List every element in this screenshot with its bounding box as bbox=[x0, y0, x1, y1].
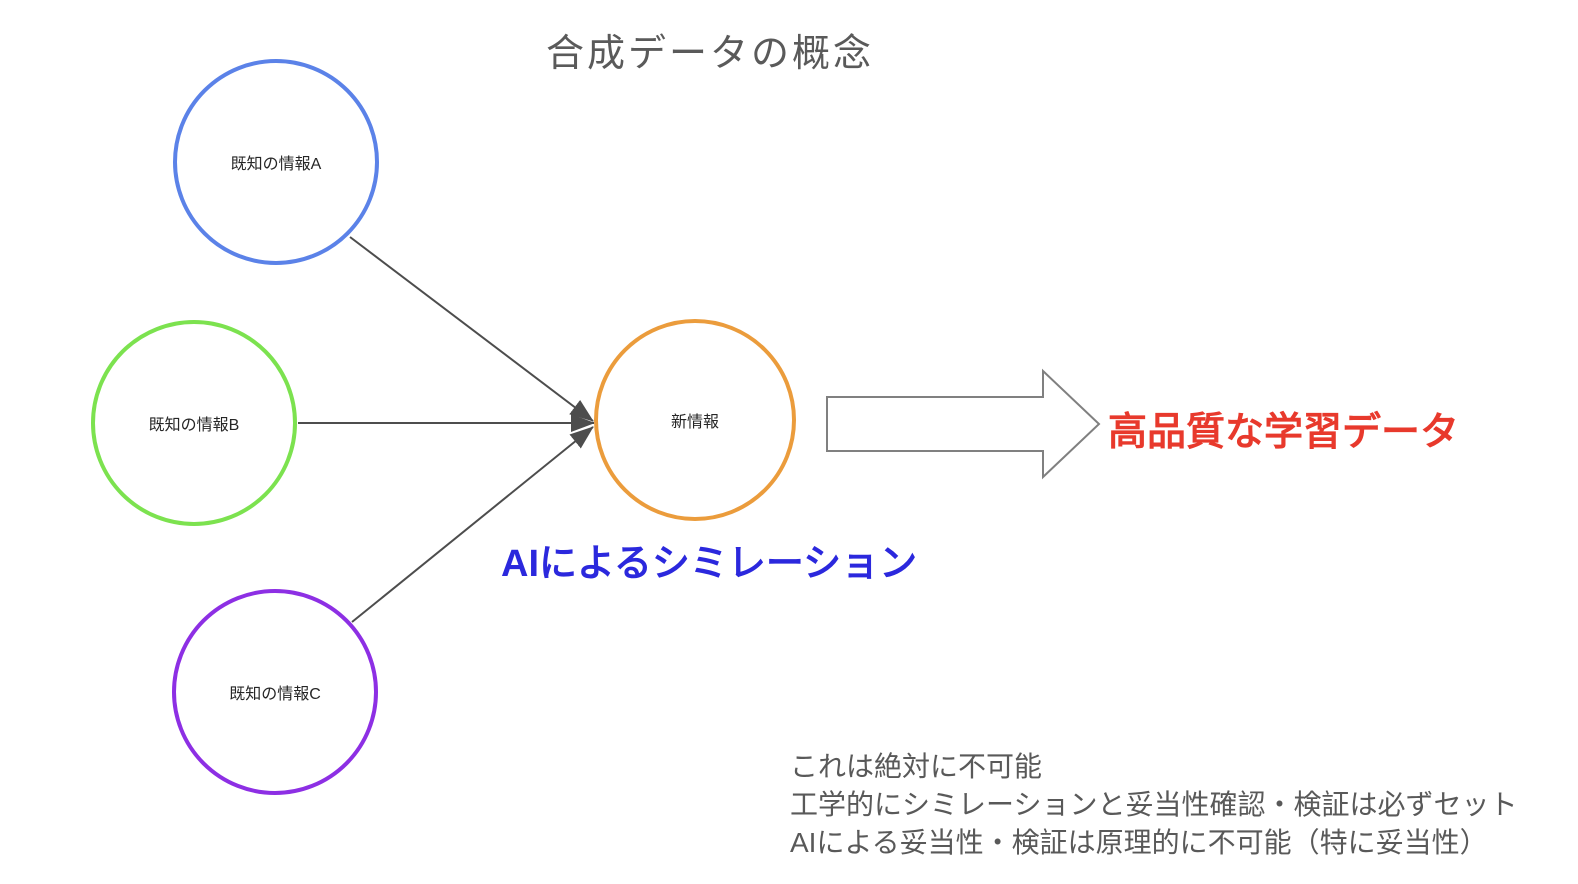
result-annotation: 高品質な学習データ bbox=[1108, 411, 1460, 454]
node-known-info-c: 既知の情報C bbox=[172, 589, 378, 795]
connector-c-to-new bbox=[351, 426, 594, 623]
node-known-info-b: 既知の情報B bbox=[91, 320, 297, 526]
node-new-info-label: 新情報 bbox=[670, 414, 719, 431]
node-known-info-a: 既知の情報A bbox=[173, 59, 379, 265]
note-line-2: 工学的にシミレーションと妥当性確認・検証は必ずセット bbox=[790, 789, 1518, 820]
note-line-1: これは絶対に不可能 bbox=[790, 751, 1043, 782]
note-line-3: AIによる妥当性・検証は原理的に不可能（特に妥当性） bbox=[790, 827, 1488, 858]
node-new-info: 新情報 bbox=[594, 319, 796, 521]
diagram-title: 合成データの概念 bbox=[545, 33, 874, 75]
block-arrow bbox=[826, 368, 1101, 480]
notes-block: これは絶対に不可能 工学的にシミレーションと妥当性確認・検証は必ずセット AIに… bbox=[790, 748, 1517, 862]
connector-a-to-new bbox=[349, 236, 594, 422]
node-known-info-b-label: 既知の情報B bbox=[148, 417, 240, 434]
node-known-info-a-label: 既知の情報A bbox=[230, 156, 322, 173]
simulation-annotation: AIによるシミレーション bbox=[501, 543, 918, 585]
node-known-info-c-label: 既知の情報C bbox=[229, 686, 321, 703]
